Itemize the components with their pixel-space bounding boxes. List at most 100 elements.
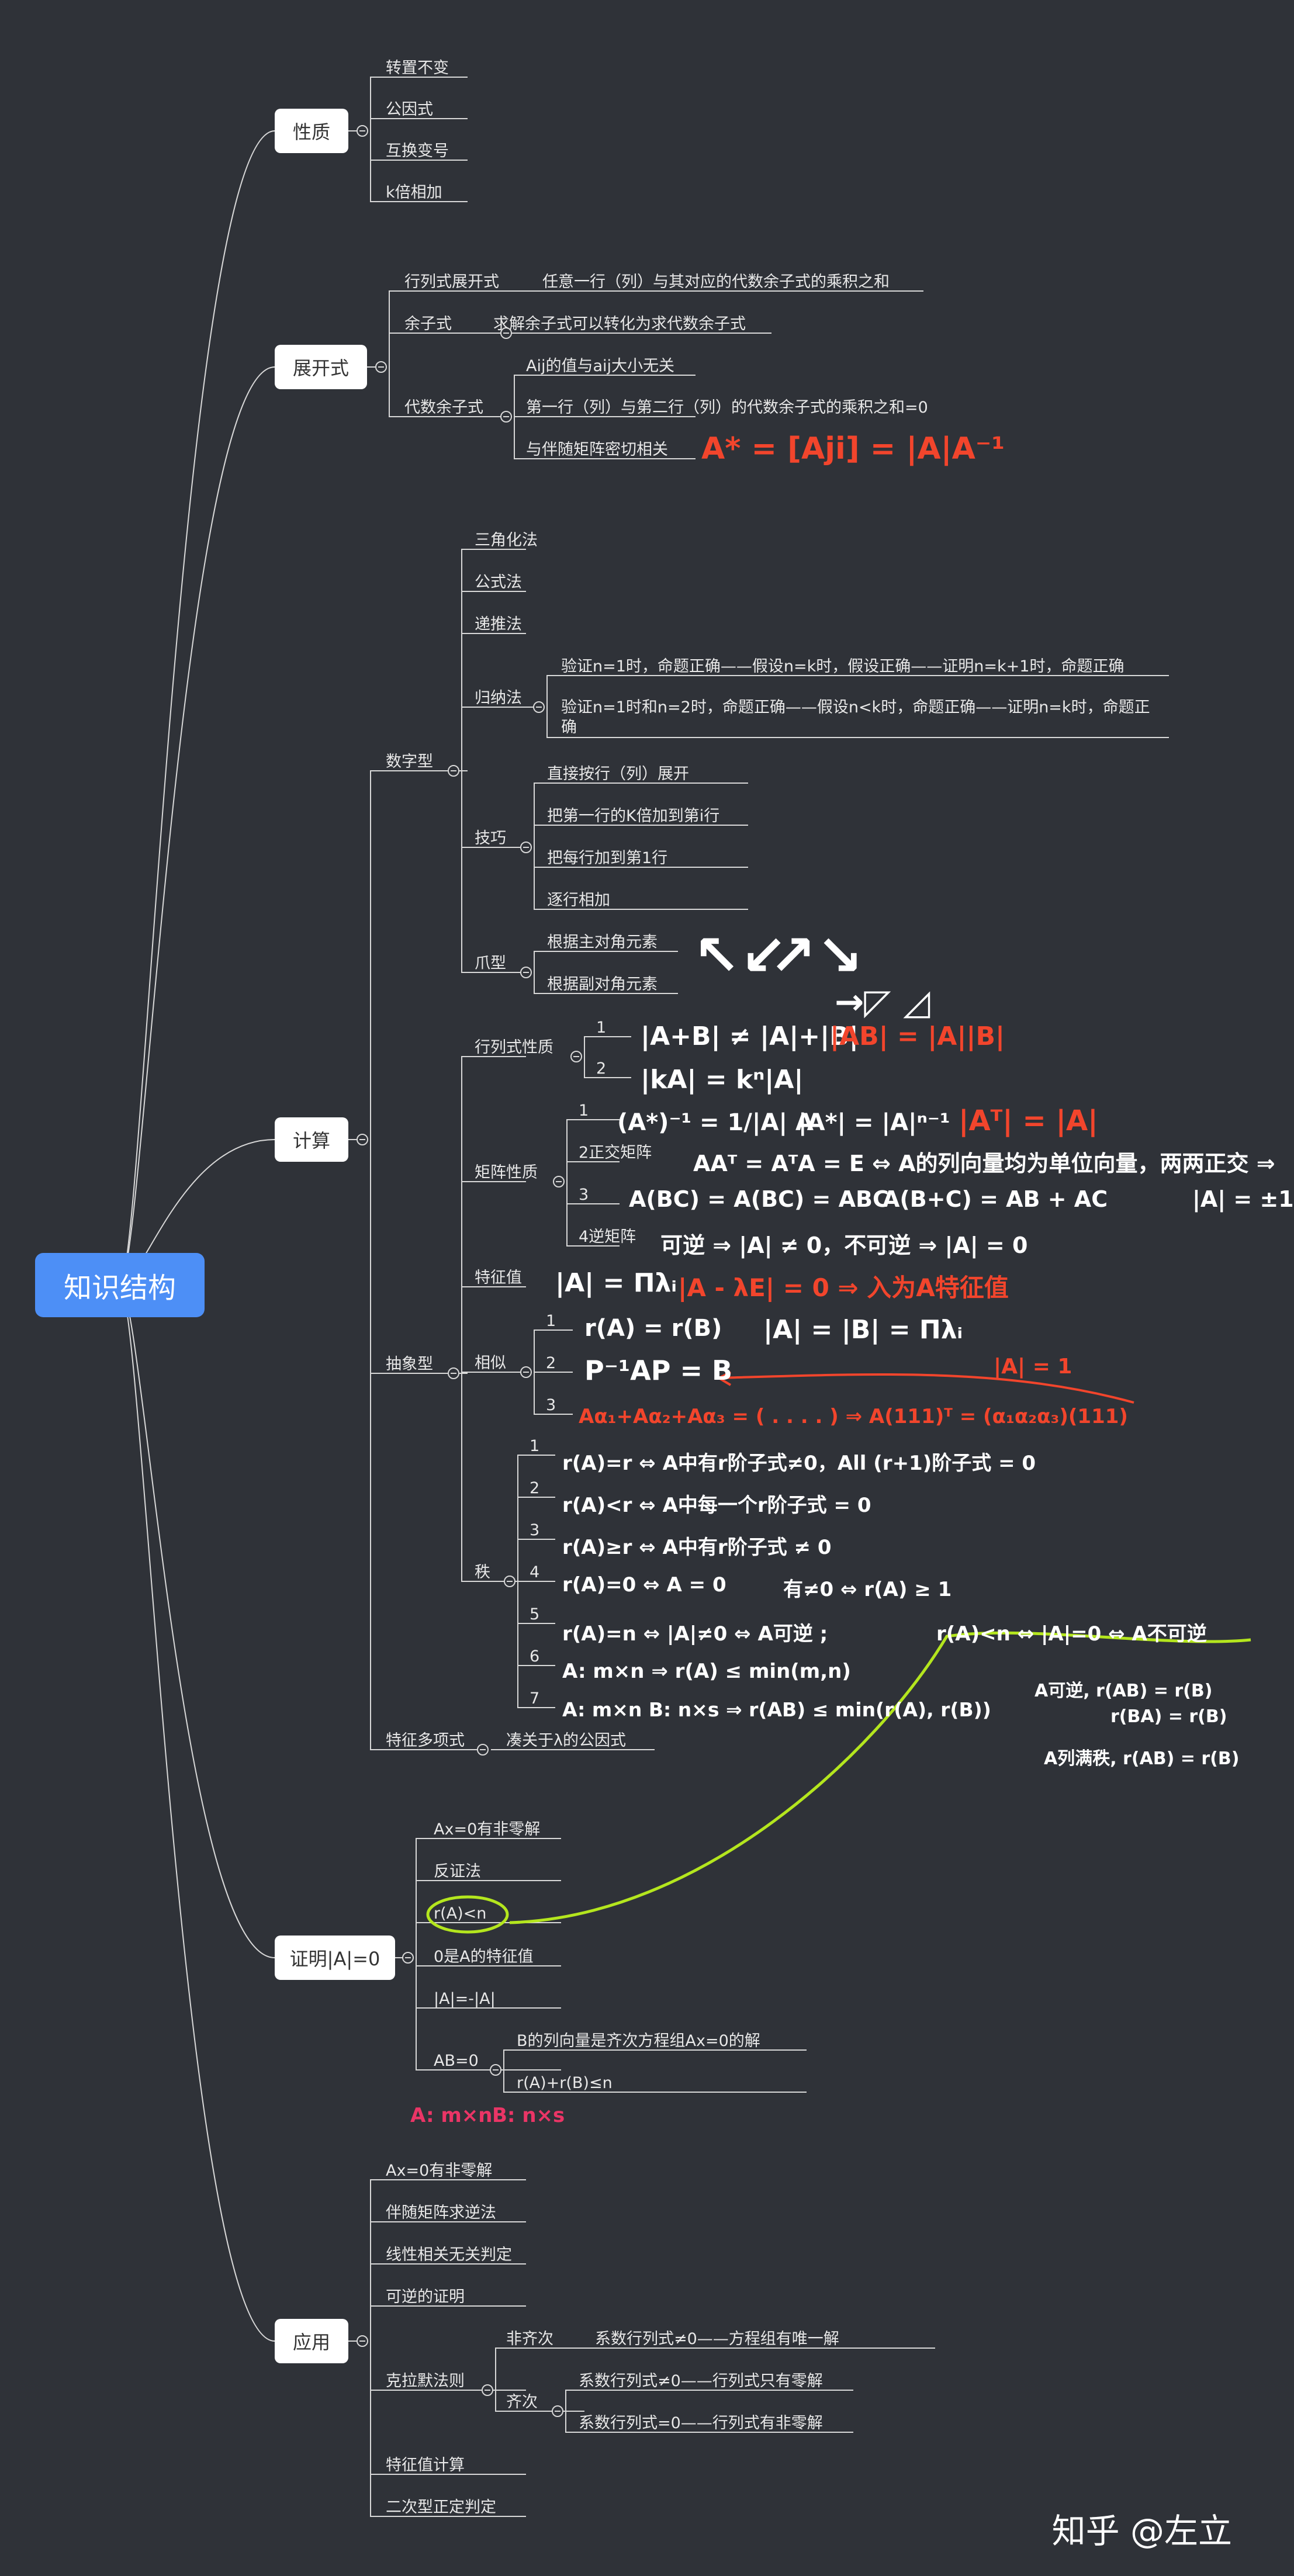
zhengming-item[interactable]: r(A)<n xyxy=(434,1905,487,1923)
zhankai-daishu[interactable]: 代数余子式 xyxy=(404,399,483,417)
zhengming-item[interactable]: |A|=-|A| xyxy=(434,1990,496,2008)
zhi-num: 6 xyxy=(530,1647,540,1666)
zhi-num: 5 xyxy=(530,1605,540,1623)
node-xingzhi[interactable]: 性质 xyxy=(275,109,348,153)
jz-num: 3 xyxy=(579,1186,589,1204)
mind-map-canvas: { "root": "知识结构", "branches": { "xingzhi… xyxy=(35,59,1294,2551)
xs-num: 2 xyxy=(546,1354,556,1372)
jisuan-shuzi[interactable]: 数字型 xyxy=(386,753,433,771)
zhengming-item[interactable]: AB=0 xyxy=(434,2052,479,2070)
chouxiang-tzz[interactable]: 特征值 xyxy=(475,1269,522,1287)
jiqiao-item[interactable]: 逐行相加 xyxy=(547,891,610,909)
shuzi-ditui[interactable]: 递推法 xyxy=(475,615,522,633)
connector-lines xyxy=(119,77,1251,2518)
xingzhi-item[interactable]: 公因式 xyxy=(386,101,433,119)
zhankai-daishu-item[interactable]: 与伴随矩阵密切相关 xyxy=(526,441,668,459)
zhi-note: r(BA) = r(B) xyxy=(1110,1706,1227,1727)
xs-note: r(A) = r(B) xyxy=(584,1315,722,1342)
xs-note: P⁻¹AP = B xyxy=(584,1355,733,1386)
zhi-num: 4 xyxy=(530,1563,540,1581)
zhi-note: r(A)=n ⇔ |A|≠0 ⇔ A可逆 ; xyxy=(562,1622,828,1646)
kelamo-qi-item[interactable]: 系数行列式≠0——行列式只有零解 xyxy=(579,2372,823,2390)
xingzhi-item[interactable]: k倍相加 xyxy=(386,183,442,202)
ab-item[interactable]: B的列向量是齐次方程组Ax=0的解 xyxy=(517,2032,760,2050)
yingyong-item[interactable]: 克拉默法则 xyxy=(386,2372,465,2390)
zhankai-yuzishi-desc[interactable]: 求解余子式可以转化为求代数余子式 xyxy=(493,315,746,333)
zhi-note: A: m×n B: n×s ⇒ r(AB) ≤ min(r(A), r(B)) xyxy=(562,1698,991,1721)
jiqiao-item[interactable]: 直接按行（列）展开 xyxy=(547,765,689,783)
xingzhi-item[interactable]: 互换变号 xyxy=(386,142,449,160)
xs-note: |A| = |B| = Πλᵢ xyxy=(763,1315,963,1345)
chouxiang-xs[interactable]: 相似 xyxy=(475,1354,506,1372)
zhi-note: A可逆, r(AB) = r(B) xyxy=(1034,1681,1213,1701)
zhi-note: r(A)=r ⇔ A中有r阶子式≠0，All (r+1)阶子式 = 0 xyxy=(562,1452,1036,1475)
watermark: 知乎 @左立 xyxy=(1051,2511,1232,2551)
zhi-note: r(A)<r ⇔ A中每一个r阶子式 = 0 xyxy=(562,1494,871,1517)
zhankai-hangliezhankai-desc[interactable]: 任意一行（列）与其对应的代数余子式的乘积之和 xyxy=(542,273,890,291)
jz-note: 可逆 ⇒ |A| ≠ 0，不可逆 ⇒ |A| = 0 xyxy=(660,1232,1028,1258)
guina-item[interactable]: 验证n=1时和n=2时，命题正确——假设n<k时，命题正确——证明n=k时，命题… xyxy=(561,698,1150,736)
kelamo-qi[interactable]: 齐次 xyxy=(506,2393,538,2411)
zhi-note: r(A)=0 ⇔ A = 0 xyxy=(562,1573,726,1597)
jz-num: 1 xyxy=(579,1102,589,1120)
yingyong-item[interactable]: 伴随矩阵求逆法 xyxy=(386,2204,496,2222)
hls-num: 2 xyxy=(596,1060,607,1078)
zhuaxing-item[interactable]: 根据主对角元素 xyxy=(547,933,658,951)
kelamo-fei-desc[interactable]: 系数行列式≠0——方程组有唯一解 xyxy=(595,2330,839,2348)
zhi-note: r(A)≥r ⇔ A中有r阶子式 ≠ 0 xyxy=(562,1536,832,1559)
kelamo-fei[interactable]: 非齐次 xyxy=(506,2330,553,2348)
annotation-adjugate: A* = [Aji] = |A|A⁻¹ xyxy=(701,431,1005,466)
shuzi-sanjiao[interactable]: 三角化法 xyxy=(475,531,538,549)
shuzi-gongshi[interactable]: 公式法 xyxy=(475,573,522,591)
root-node[interactable]: 知识结构 xyxy=(35,1253,205,1317)
node-jisuan[interactable]: 计算 xyxy=(275,1117,348,1162)
jz-note: A(BC) = A(BC) = ABC xyxy=(629,1186,889,1212)
zhengming-item[interactable]: 反证法 xyxy=(434,1862,481,1881)
shuzi-jiqiao[interactable]: 技巧 xyxy=(475,829,506,847)
chouxiang-zhi[interactable]: 秩 xyxy=(475,1563,490,1581)
zhengming-item[interactable]: Ax=0有非零解 xyxy=(434,1820,541,1838)
jz-note: |Aᵀ| = |A| xyxy=(959,1105,1098,1137)
jz-note: |A| = ±1 xyxy=(1192,1186,1294,1212)
ab-note: B: n×s xyxy=(492,2104,565,2127)
yingyong-item[interactable]: Ax=0有非零解 xyxy=(386,2162,493,2180)
jz-num: 2正交矩阵 xyxy=(579,1144,652,1162)
kelamo-qi-item[interactable]: 系数行列式=0——行列式有非零解 xyxy=(579,2414,823,2432)
zhuaxing-item[interactable]: 根据副对角元素 xyxy=(547,975,658,993)
yingyong-item[interactable]: 二次型正定判定 xyxy=(386,2498,496,2516)
jisuan-chouxiang[interactable]: 抽象型 xyxy=(386,1355,433,1373)
ab-note: A: m×n xyxy=(410,2104,493,2127)
yingyong-item[interactable]: 特征值计算 xyxy=(386,2456,465,2474)
claw-symbol-main: ↖↙ xyxy=(693,923,787,988)
zhengming-item[interactable]: 0是A的特征值 xyxy=(434,1948,534,1966)
node-zhankai[interactable]: 展开式 xyxy=(275,345,367,389)
jiqiao-item[interactable]: 把每行加到第1行 xyxy=(547,849,668,867)
node-yingyong[interactable]: 应用 xyxy=(275,2319,348,2363)
zhankai-hangliezhankai[interactable]: 行列式展开式 xyxy=(404,273,499,291)
tzdx-desc[interactable]: 凑关于λ的公因式 xyxy=(506,1732,626,1750)
jz-note: AAᵀ = AᵀA = E ⇔ A的列向量均为单位向量，两两正交 ⇒ xyxy=(693,1151,1275,1176)
xs-num: 1 xyxy=(546,1312,556,1330)
xs-num: 3 xyxy=(546,1396,556,1414)
ab-item[interactable]: r(A)+r(B)≤n xyxy=(517,2074,613,2092)
chouxiang-hls[interactable]: 行列式性质 xyxy=(475,1038,553,1057)
chouxiang-jz[interactable]: 矩阵性质 xyxy=(475,1164,538,1182)
zhankai-daishu-item[interactable]: 第一行（列）与第二行（列）的代数余子式的乘积之和=0 xyxy=(526,399,928,417)
jisuan-tzdx[interactable]: 特征多项式 xyxy=(386,1732,465,1750)
jz-num: 4逆矩阵 xyxy=(579,1228,636,1246)
node-zhengming[interactable]: 证明|A|=0 xyxy=(275,1936,395,1980)
hls-num: 1 xyxy=(596,1019,607,1037)
xingzhi-item[interactable]: 转置不变 xyxy=(386,59,449,77)
claw-symbol-arrow: →◸ ◿ xyxy=(835,982,930,1023)
claw-symbol-anti: ↗↘ xyxy=(769,923,863,988)
yingyong-item[interactable]: 可逆的证明 xyxy=(386,2288,465,2306)
yingyong-item[interactable]: 线性相关无关判定 xyxy=(386,2246,512,2264)
jz-note: |A*| = |A|ⁿ⁻¹ xyxy=(798,1109,950,1136)
zhankai-yuzishi[interactable]: 余子式 xyxy=(404,315,452,333)
zhankai-daishu-item[interactable]: Aij的值与aij大小无关 xyxy=(526,357,675,375)
jiqiao-item[interactable]: 把第一行的K倍加到第i行 xyxy=(547,807,720,825)
guina-item[interactable]: 验证n=1时，命题正确——假设n=k时，假设正确——证明n=k+1时，命题正确 xyxy=(561,657,1125,676)
shuzi-zhuaxing[interactable]: 爪型 xyxy=(475,954,506,972)
shuzi-guina[interactable]: 归纳法 xyxy=(475,689,522,707)
zhi-note: r(A)<n ⇔ |A|=0 ⇔ A不可逆 xyxy=(936,1622,1207,1646)
